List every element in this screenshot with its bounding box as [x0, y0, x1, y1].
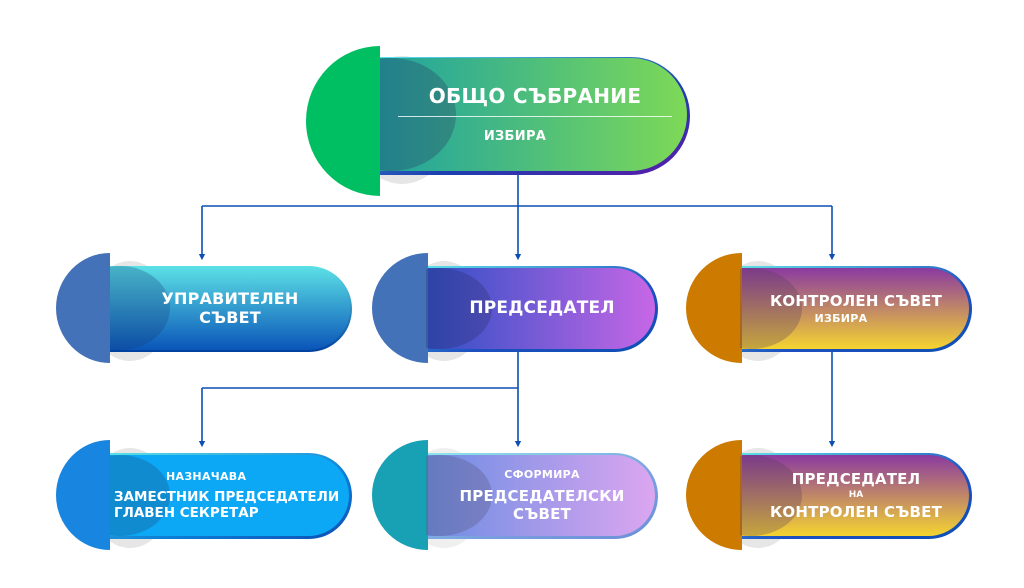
council-line2: СЪВЕТ [512, 505, 571, 524]
node-general-assembly: ОБЩО СЪБРАНИЕ ИЗБИРА [306, 46, 690, 196]
node-control-board: КОНТРОЛЕН СЪВЕТ ИЗБИРА [686, 253, 972, 363]
assembly-accent-circle [306, 46, 380, 196]
deputies-label: НАЗНАЧАВА [166, 469, 247, 483]
assembly-title: ОБЩО СЪБРАНИЕ [428, 83, 642, 108]
control-chairman-line3: КОНТРОЛЕН СЪВЕТ [769, 502, 943, 521]
management-line2: СЪВЕТ [199, 308, 261, 327]
council-label: СФОРМИРА [504, 467, 580, 481]
council-line1: ПРЕДСЕДАТЕЛСКИ [459, 487, 625, 506]
management-line1: УПРАВИТЕЛЕН [161, 288, 299, 308]
assembly-divider [398, 115, 672, 118]
control-accent-circle [686, 253, 742, 363]
council-accent-circle [372, 440, 428, 550]
node-management-board: УПРАВИТЕЛЕН СЪВЕТ [56, 253, 352, 363]
node-control-chairman: ПРЕДСЕДАТЕЛ НА КОНТРОЛЕН СЪВЕТ [686, 440, 972, 550]
deputies-line2: ГЛАВЕН СЕКРЕТАР [114, 505, 259, 522]
management-accent-circle [56, 253, 110, 363]
node-chairman: ПРЕДСЕДАТЕЛ [372, 253, 658, 363]
node-chairman-council: СФОРМИРА ПРЕДСЕДАТЕЛСКИ СЪВЕТ [372, 440, 658, 550]
chairman-accent-circle [372, 253, 428, 363]
assembly-pill [380, 58, 687, 171]
assembly-subtitle: ИЗБИРА [483, 129, 547, 145]
control-chairman-line1: ПРЕДСЕДАТЕЛ [791, 470, 921, 489]
control-chairman-line2: НА [848, 490, 864, 501]
control-title: КОНТРОЛЕН СЪВЕТ [769, 291, 943, 310]
node-deputies: НАЗНАЧАВА ЗАМЕСТНИК ПРЕДСЕДАТЕЛИ ГЛАВЕН … [56, 440, 352, 550]
chairman-title: ПРЕДСЕДАТЕЛ [469, 298, 615, 319]
control-chairman-accent-circle [686, 440, 742, 550]
deputies-line1: ЗАМЕСТНИК ПРЕДСЕДАТЕЛИ [114, 488, 340, 505]
control-subtitle: ИЗБИРА [814, 311, 868, 325]
deputies-accent-circle [56, 440, 110, 550]
